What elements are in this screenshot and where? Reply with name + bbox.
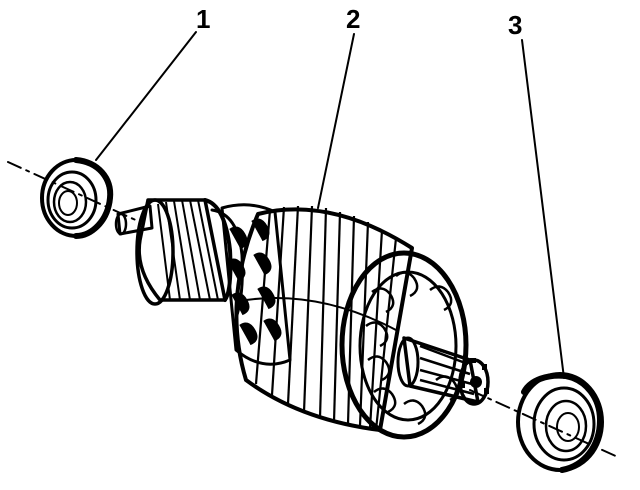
left-bearing (40, 157, 114, 239)
leader-line-1 (95, 31, 197, 161)
right-bearing (516, 372, 604, 473)
callout-2: 2 (346, 4, 360, 34)
leader-line-3 (521, 39, 565, 379)
right-shaft (396, 336, 490, 406)
left-shaft (114, 204, 154, 236)
commutator (135, 198, 244, 320)
callout-1: 1 (196, 4, 210, 34)
callout-3: 3 (508, 10, 522, 40)
leader-lines (95, 31, 565, 379)
leader-line-2 (317, 33, 355, 209)
